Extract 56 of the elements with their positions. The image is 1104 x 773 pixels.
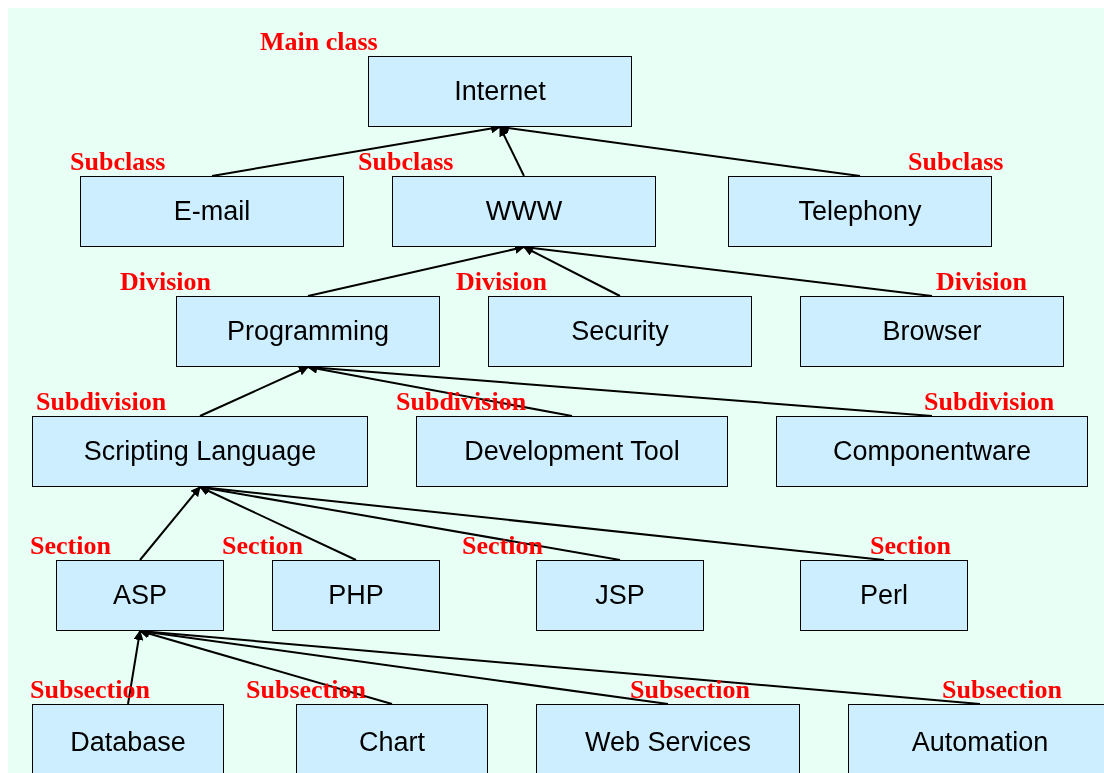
node-label: Scripting Language bbox=[83, 436, 317, 467]
node-label: JSP bbox=[595, 580, 645, 611]
level-label: Section bbox=[222, 532, 303, 560]
class-box bbox=[272, 560, 440, 631]
class-box bbox=[56, 560, 224, 631]
node-label: WWW bbox=[485, 196, 563, 227]
node-label: Development Tool bbox=[464, 436, 680, 467]
level-label: Division bbox=[936, 268, 1028, 296]
level-label: Subclass bbox=[70, 148, 166, 176]
class-box bbox=[800, 560, 968, 631]
node-label: Programming bbox=[226, 316, 390, 347]
class-box bbox=[80, 176, 344, 247]
level-label: Subsection bbox=[630, 676, 750, 704]
class-box bbox=[32, 416, 368, 487]
level-label: Main class bbox=[260, 28, 378, 56]
arrow bbox=[499, 126, 525, 177]
level-label: Subclass bbox=[358, 148, 454, 176]
node-label: Web Services bbox=[584, 726, 752, 758]
node-label: ASP bbox=[113, 580, 167, 611]
level-label: Subdivision bbox=[36, 388, 167, 416]
class-box bbox=[488, 296, 752, 367]
level-label: Subdivision bbox=[924, 388, 1055, 416]
node-label: Database bbox=[70, 726, 186, 758]
node-label: Perl bbox=[860, 580, 908, 611]
node-label: Security bbox=[571, 316, 669, 347]
node-label: PHP bbox=[328, 580, 384, 611]
class-box bbox=[176, 296, 440, 367]
node-label: Automation bbox=[911, 726, 1049, 758]
arrow bbox=[523, 246, 621, 297]
node-label: Internet bbox=[454, 76, 546, 107]
level-label: Section bbox=[30, 532, 111, 560]
arrow bbox=[199, 486, 357, 561]
arrow bbox=[139, 486, 201, 561]
class-box bbox=[776, 416, 1088, 487]
class-box bbox=[296, 704, 488, 773]
level-label: Subclass bbox=[908, 148, 1004, 176]
class-box bbox=[536, 704, 800, 773]
level-label: Division bbox=[120, 268, 212, 296]
class-box bbox=[416, 416, 728, 487]
arrow bbox=[199, 366, 309, 417]
class-box bbox=[536, 560, 704, 631]
level-label: Section bbox=[462, 532, 543, 560]
level-label: Subsection bbox=[942, 676, 1062, 704]
class-box bbox=[728, 176, 992, 247]
node-label: Telephony bbox=[798, 196, 922, 227]
node-label: E-mail bbox=[173, 196, 251, 227]
class-box bbox=[32, 704, 224, 773]
node-label: Browser bbox=[882, 316, 982, 347]
node-label: Chart bbox=[359, 726, 425, 758]
class-box bbox=[848, 704, 1104, 773]
level-label: Division bbox=[456, 268, 548, 296]
node-label: Componentware bbox=[832, 436, 1032, 467]
level-label: Section bbox=[870, 532, 951, 560]
class-box bbox=[800, 296, 1064, 367]
class-box bbox=[392, 176, 656, 247]
class-box bbox=[368, 56, 632, 127]
